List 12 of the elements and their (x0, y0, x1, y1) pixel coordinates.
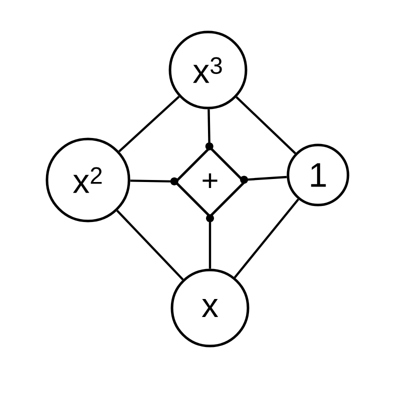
connector-line (236, 96, 296, 154)
connector-line (116, 210, 184, 280)
circle-node: x (170, 268, 250, 348)
connector-line (130, 177, 178, 186)
circle-node: x$^{3}$ (168, 30, 248, 110)
connector-line (118, 96, 180, 152)
connector-line (234, 198, 300, 278)
circle-node: x$^{2}$ (46, 138, 130, 222)
connector-line (240, 176, 287, 184)
connector-line (206, 214, 214, 269)
circle-node: 1 (286, 144, 350, 206)
connector-line (205, 109, 214, 150)
